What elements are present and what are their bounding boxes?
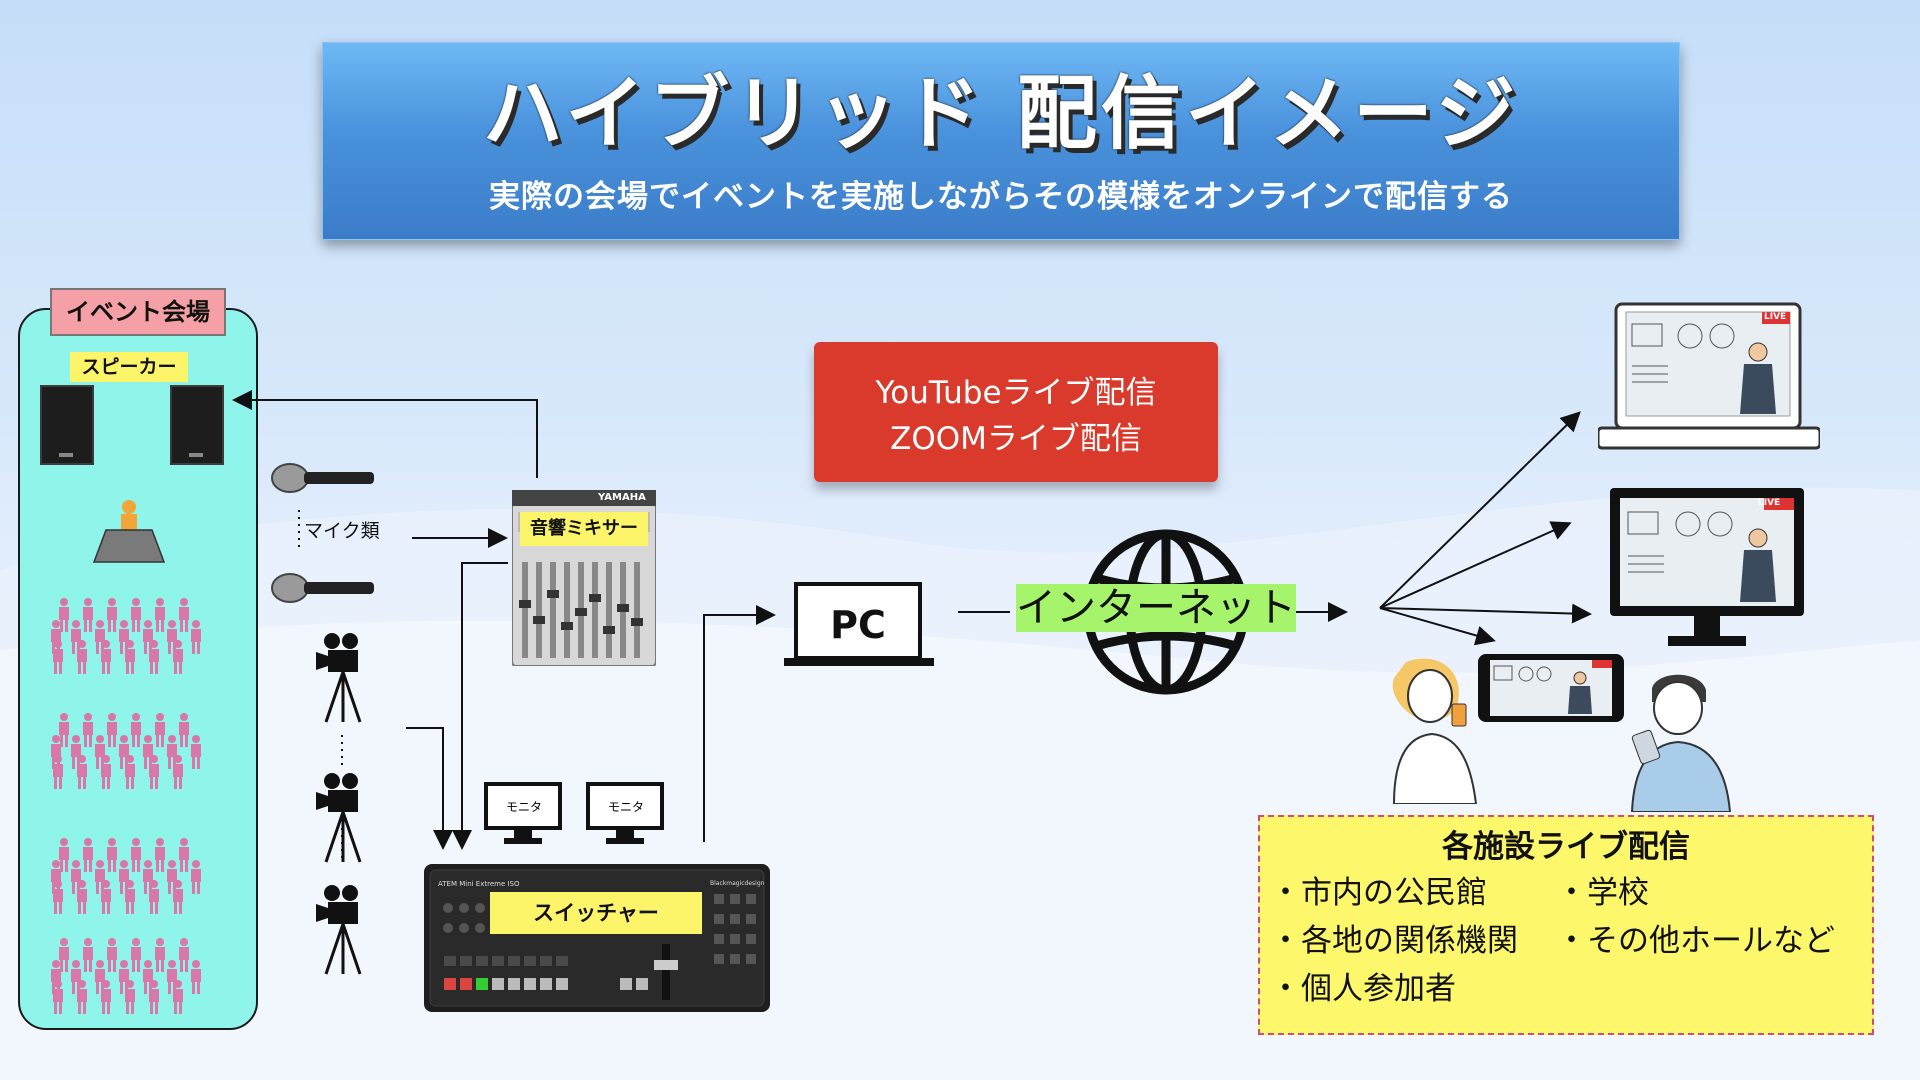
speaker-right-icon <box>170 385 224 465</box>
speaker-label: スピーカー <box>70 352 188 382</box>
monitor-2-label: モニタ <box>608 800 645 814</box>
mixer-brand-text: YAMAHA <box>598 492 646 503</box>
event-venue-label: イベント会場 <box>50 288 226 336</box>
facility-item: ・市内の公民館 <box>1270 875 1487 911</box>
facility-item: ・その他ホールなど <box>1556 923 1835 959</box>
internet-label: インターネット <box>1016 584 1296 632</box>
monitor-1-label: モニタ <box>506 800 543 814</box>
page-title: ハイブリッド 配信イメージ <box>482 67 1520 160</box>
laptop-live-badge: LIVE <box>1764 312 1787 322</box>
desktop-live-screen-icon <box>1610 488 1804 646</box>
switcher-brand-text: Blackmagicdesign <box>710 880 765 887</box>
connector-lines-left <box>232 390 776 860</box>
microphone-bottom-icon <box>271 573 374 603</box>
speaker-left-icon <box>40 385 94 465</box>
desktop-live-badge: LIVE <box>1758 498 1781 508</box>
microphone-top-icon <box>271 463 374 493</box>
page-subtitle: 実際の会場でイベントを実施しながらその模様をオンラインで配信する <box>489 179 1513 215</box>
zoom-live-text: ZOOMライブ配信 <box>890 421 1142 457</box>
camera-3-icon <box>316 885 362 975</box>
viewer-man-icon <box>1630 674 1732 812</box>
presenter-podium-icon <box>92 500 166 563</box>
camera-2-icon <box>316 773 362 863</box>
youtube-live-text: YouTubeライブ配信 <box>875 375 1157 411</box>
audio-mixer-label: 音響ミキサー <box>520 512 648 546</box>
pc-label: PC <box>830 603 886 647</box>
streaming-platforms-box: YouTubeライブ配信 ZOOMライブ配信 <box>814 342 1218 482</box>
monitor-2-icon <box>586 782 664 844</box>
title-banner: ハイブリッド 配信イメージ 実際の会場でイベントを実施しながらその模様をオンライ… <box>322 42 1680 240</box>
viewer-woman-icon <box>1392 658 1478 804</box>
facility-title: 各施設ライブ配信 <box>1442 829 1690 865</box>
facility-item: ・個人参加者 <box>1270 971 1456 1007</box>
camera-1-icon <box>316 633 362 723</box>
facility-live-box: 各施設ライブ配信 ・市内の公民館 ・学校 ・各地の関係機関 ・その他ホールなど … <box>1258 815 1874 1035</box>
laptop-live-screen-icon <box>1598 302 1820 450</box>
switcher-model-text: ATEM Mini Extreme ISO <box>438 880 520 888</box>
monitor-1-icon <box>484 782 562 844</box>
pc-laptop-icon <box>784 582 934 666</box>
tablet-live-screen-icon <box>1478 654 1624 722</box>
facility-item: ・学校 <box>1556 875 1649 911</box>
video-switcher-label: スイッチャー <box>490 892 702 934</box>
mic-label: マイク類 <box>304 520 380 542</box>
facility-item: ・各地の関係機関 <box>1270 923 1518 959</box>
